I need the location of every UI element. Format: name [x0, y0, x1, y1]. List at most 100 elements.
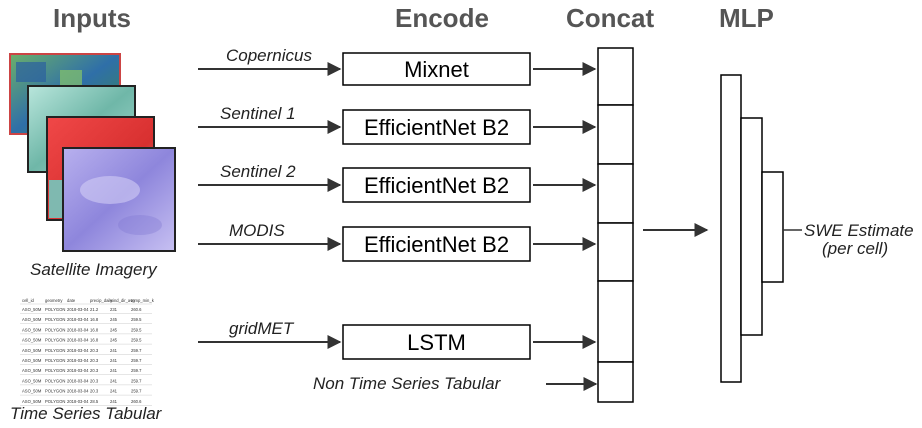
table-cell: 259.5 — [131, 327, 142, 332]
row-modis: MODIS EfficientNet B2 — [198, 221, 597, 262]
table-cell: 259.7 — [131, 389, 142, 394]
table-cell: 20.3 — [90, 358, 99, 363]
concat-vector — [597, 47, 634, 403]
row-sentinel-1: Sentinel 1 EfficientNet B2 — [198, 104, 597, 145]
input-label-copernicus: Copernicus — [226, 46, 312, 65]
table-cell: POLYGON — [45, 317, 65, 322]
row-sentinel-2: Sentinel 2 EfficientNet B2 — [198, 162, 597, 203]
table-cell: ASO_50M — [22, 399, 42, 404]
table-cell: 2018-03-04 — [67, 317, 89, 322]
table-cell: 259.7 — [131, 358, 142, 363]
table-cell: 16.8 — [90, 338, 99, 343]
time-series-tabular-caption: Time Series Tabular — [10, 404, 163, 423]
table-cell: 2018-03-04 — [67, 348, 89, 353]
input-label-sentinel-2: Sentinel 2 — [220, 162, 296, 181]
table-cell: 2018-03-04 — [67, 368, 89, 373]
table-cell: 2018-03-04 — [67, 389, 89, 394]
input-label-sentinel-1: Sentinel 1 — [220, 104, 296, 123]
satellite-imagery-caption: Satellite Imagery — [30, 260, 158, 279]
encoder-label-modis: EfficientNet B2 — [364, 232, 509, 257]
table-cell: 20.3 — [90, 389, 99, 394]
encoder-box-sentinel-1 — [342, 109, 531, 145]
encoder-label-sentinel-1: EfficientNet B2 — [364, 115, 509, 140]
table-cell: 241 — [110, 399, 118, 404]
encoder-label-gridmet: LSTM — [407, 330, 466, 355]
table-cell: 2018-03-04 — [67, 399, 89, 404]
header-concat: Concat — [566, 3, 654, 33]
table-header-cell: wind_dir_avg — [110, 298, 135, 303]
table-cell: 245 — [110, 317, 118, 322]
table-cell: 16.8 — [90, 317, 99, 322]
table-cell: ASO_50M — [22, 317, 42, 322]
encoder-label-copernicus: Mixnet — [404, 57, 469, 82]
encoder-label-sentinel-2: EfficientNet B2 — [364, 173, 509, 198]
table-cell: POLYGON — [45, 368, 65, 373]
input-label-modis: MODIS — [229, 221, 285, 240]
table-cell: 28.5 — [90, 399, 99, 404]
table-cell: 21.2 — [90, 307, 99, 312]
table-cell: POLYGON — [45, 348, 65, 353]
table-cell: 2018-03-04 — [67, 358, 89, 363]
table-cell: 259.7 — [131, 348, 142, 353]
table-cell: 259.5 — [131, 338, 142, 343]
table-cell: ASO_50M — [22, 327, 42, 332]
table-cell: 241 — [110, 378, 118, 383]
table-cell: 245 — [110, 338, 118, 343]
table-cell: ASO_50M — [22, 307, 42, 312]
swe-estimate-sublabel: (per cell) — [822, 239, 888, 258]
table-cell: ASO_50M — [22, 338, 42, 343]
table-cell: POLYGON — [45, 338, 65, 343]
table-cell: POLYGON — [45, 358, 65, 363]
table-cell: POLYGON — [45, 389, 65, 394]
table-cell: ASO_50M — [22, 389, 42, 394]
header-inputs: Inputs — [53, 3, 131, 33]
table-cell: 16.8 — [90, 327, 99, 332]
table-cell: 2018-03-04 — [67, 338, 89, 343]
table-cell: 241 — [110, 348, 118, 353]
table-cell: 2018-03-04 — [67, 327, 89, 332]
table-cell: 2018-03-04 — [67, 378, 89, 383]
table-cell: 259.7 — [131, 378, 142, 383]
table-cell: POLYGON — [45, 378, 65, 383]
table-cell: 260.6 — [131, 399, 142, 404]
table-cell: ASO_50M — [22, 348, 42, 353]
table-cell: 231 — [110, 307, 118, 312]
encoder-box-modis — [342, 226, 531, 262]
table-cell: 259.5 — [131, 317, 142, 322]
table-header-cell: precip_daily — [90, 298, 113, 303]
table-cell: 2018-03-04 — [67, 307, 89, 312]
tabular-preview: cell_id geometry date precip_dailywind_dir_… — [20, 298, 155, 406]
table-cell: 241 — [110, 389, 118, 394]
table-cell: 20.3 — [90, 348, 99, 353]
header-mlp: MLP — [719, 3, 774, 33]
table-cell: POLYGON — [45, 307, 65, 312]
table-cell: 260.6 — [131, 307, 142, 312]
table-cell: 259.7 — [131, 368, 142, 373]
table-cell: ASO_50M — [22, 358, 42, 363]
header-encode: Encode — [395, 3, 489, 33]
table-cell: 245 — [110, 327, 118, 332]
table-cell: POLYGON — [45, 327, 65, 332]
table-cell: 241 — [110, 368, 118, 373]
table-header-cell: temp_min_k — [131, 298, 155, 303]
satellite-imagery-stack — [9, 53, 176, 252]
encoder-box-sentinel-2 — [342, 167, 531, 203]
table-header-cell: date — [67, 298, 76, 303]
table-cell: 241 — [110, 358, 118, 363]
input-label-gridmet: gridMET — [229, 319, 295, 338]
non-time-series-tabular-label: Non Time Series Tabular — [313, 374, 502, 393]
encoder-box-copernicus — [342, 52, 531, 86]
swe-estimate-label: SWE Estimate — [804, 221, 914, 240]
table-cell: 20.3 — [90, 368, 99, 373]
table-cell: POLYGON — [45, 399, 65, 404]
table-header-cell: cell_id — [22, 298, 35, 303]
encoder-box-gridmet — [342, 324, 531, 360]
table-header-cell: geometry — [45, 298, 63, 303]
table-cell: 20.3 — [90, 378, 99, 383]
mlp-layers — [720, 74, 784, 383]
table-cell: ASO_50M — [22, 368, 42, 373]
row-gridmet: gridMET LSTM — [198, 319, 597, 360]
table-cell: ASO_50M — [22, 378, 42, 383]
